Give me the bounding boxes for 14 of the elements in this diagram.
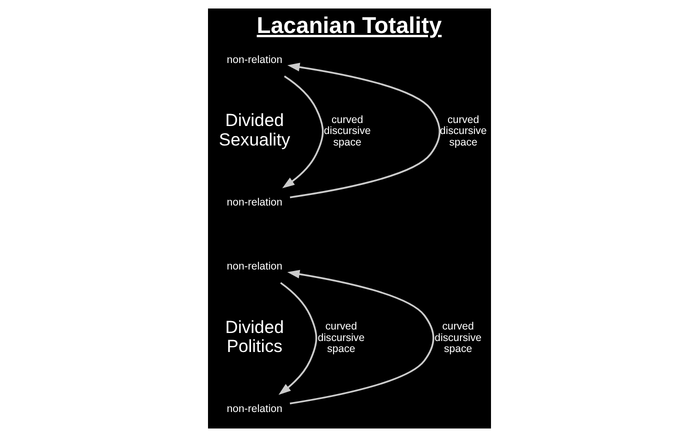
- node-text: Divided Sexuality: [218, 110, 290, 150]
- node-text: non-relation: [226, 54, 282, 66]
- node-text: non-relation: [226, 402, 282, 415]
- arrow: [287, 270, 434, 404]
- arrow: [278, 282, 318, 395]
- diagram-title: Lacanian Totality: [256, 12, 442, 38]
- edge-label: curved discursive space: [434, 320, 482, 356]
- edge-label: curved discursive space: [318, 320, 365, 356]
- node-text: non-relation: [226, 196, 282, 208]
- node-text: Divided Politics: [225, 316, 284, 356]
- node-text: non-relation: [226, 260, 282, 273]
- arrow: [282, 76, 324, 188]
- edge-label: curved discursive space: [324, 114, 371, 149]
- arrow: [287, 62, 440, 198]
